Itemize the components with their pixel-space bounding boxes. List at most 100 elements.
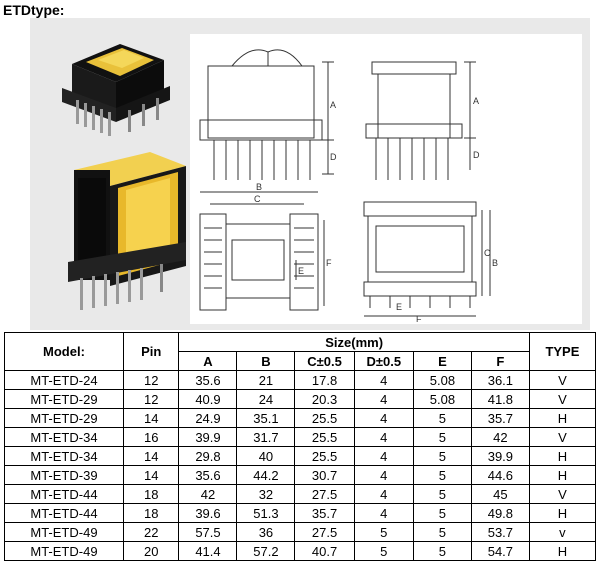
top-view-drawing [199,191,325,311]
cell-model: MT-ETD-44 [4,484,124,504]
dim-label-a: A [330,100,336,110]
model-header: Model: [4,332,124,371]
cell-pin: 16 [122,427,180,447]
dim-label-b: B [256,182,262,192]
cell-a: 35.6 [178,370,238,390]
dim-label-e-bottom: E [396,302,402,312]
cell-pin: 12 [122,370,180,390]
cell-type: H [528,446,597,466]
specification-table: Model: Pin Size(mm) TYPE A B C±0.5 D±0.5… [4,332,597,561]
cell-b: 51.3 [236,503,296,523]
cell-f: 44.6 [470,465,530,485]
cell-model: MT-ETD-34 [4,427,124,447]
cell-d: 4 [353,408,414,428]
cell-d: 5 [353,522,414,542]
cell-b: 24 [236,389,296,409]
dim-label-d: D [330,152,337,162]
cell-model: MT-ETD-49 [4,541,124,561]
cell-pin: 14 [122,446,180,466]
cell-model: MT-ETD-39 [4,465,124,485]
size-header: Size(mm) [178,332,530,352]
cell-b: 21 [236,370,296,390]
cell-b: 44.2 [236,465,296,485]
table-header-row: Model: Pin Size(mm) TYPE [4,332,597,371]
dim-label-e: E [298,266,304,276]
cell-d: 4 [353,503,414,523]
col-header-b: B [236,351,296,371]
cell-a: 35.6 [178,465,238,485]
cell-model: MT-ETD-34 [4,446,124,466]
cell-f: 45 [470,484,530,504]
cell-type: V [528,389,597,409]
front-view-drawing [199,49,334,180]
cell-e: 5 [412,484,472,504]
cell-type: H [528,408,597,428]
bottom-view-drawing [363,201,491,317]
horizontal-transformer-photo [68,152,186,310]
cell-c: 25.5 [294,427,355,447]
cell-a: 39.9 [178,427,238,447]
cell-e: 5 [412,427,472,447]
dim-label-f-side: F [326,258,332,268]
cell-e: 5 [412,465,472,485]
cell-pin: 12 [122,389,180,409]
type-header: TYPE [528,332,597,371]
transformer-figure: A D A D [30,18,590,330]
cell-type: V [528,370,597,390]
pin-header: Pin [122,332,180,371]
cell-e: 5.08 [412,370,472,390]
col-header-d: D±0.5 [353,351,414,371]
cell-b: 31.7 [236,427,296,447]
cell-e: 5.08 [412,389,472,409]
cell-f: 35.7 [470,408,530,428]
page-title: ETDtype: [3,2,65,18]
cell-e: 5 [412,446,472,466]
cell-pin: 14 [122,408,180,428]
col-header-c: C±0.5 [294,351,355,371]
cell-f: 53.7 [470,522,530,542]
cell-type: H [528,541,597,561]
cell-type: V [528,427,597,447]
cell-c: 27.5 [294,522,355,542]
cell-model: MT-ETD-24 [4,370,124,390]
vertical-transformer-photo [62,44,170,136]
cell-e: 5 [412,541,472,561]
cell-d: 4 [353,370,414,390]
cell-pin: 18 [122,484,180,504]
cell-a: 57.5 [178,522,238,542]
cell-c: 27.5 [294,484,355,504]
cell-a: 41.4 [178,541,238,561]
cell-a: 29.8 [178,446,238,466]
cell-e: 5 [412,522,472,542]
cell-d: 4 [353,446,414,466]
side-view-drawing [365,61,476,180]
cell-f: 49.8 [470,503,530,523]
cell-a: 24.9 [178,408,238,428]
cell-pin: 18 [122,503,180,523]
cell-d: 4 [353,427,414,447]
cell-a: 39.6 [178,503,238,523]
cell-c: 25.5 [294,446,355,466]
col-header-f: F [470,351,530,371]
cell-d: 4 [353,484,414,504]
cell-e: 5 [412,408,472,428]
cell-type: v [528,522,597,542]
cell-model: MT-ETD-49 [4,522,124,542]
cell-b: 57.2 [236,541,296,561]
cell-c: 30.7 [294,465,355,485]
cell-b: 35.1 [236,408,296,428]
cell-model: MT-ETD-29 [4,389,124,409]
dim-label-a-side: A [473,96,479,106]
cell-f: 41.8 [470,389,530,409]
cell-b: 36 [236,522,296,542]
cell-model: MT-ETD-29 [4,408,124,428]
dim-label-c: C [254,194,261,204]
